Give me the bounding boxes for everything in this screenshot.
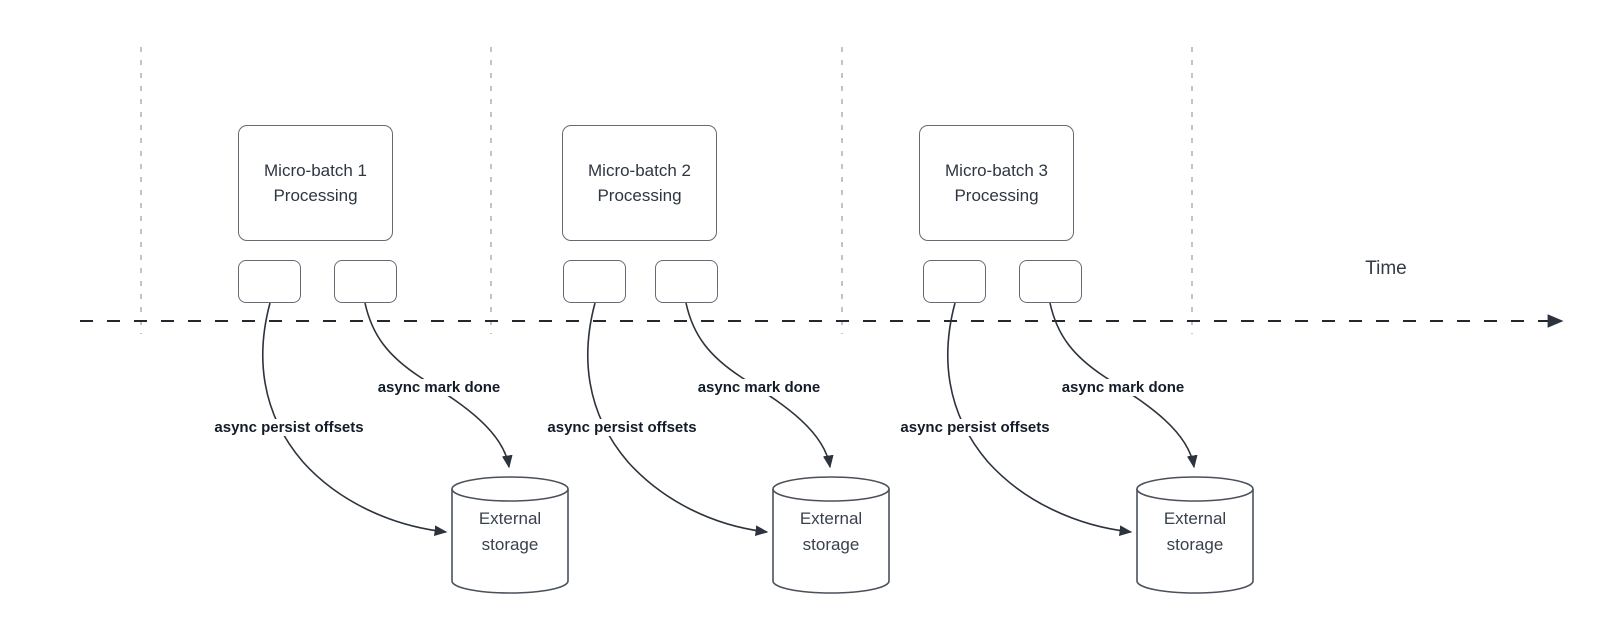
storage-cylinder-1 — [451, 476, 569, 594]
microbatch-box-1: Micro-batch 1 Processing — [238, 125, 393, 241]
microbatch-box-1-label: Micro-batch 1 Processing — [264, 161, 367, 205]
async-task-box-1-right — [334, 260, 397, 303]
storage-cylinder-2 — [772, 476, 890, 594]
async-task-box-1-left — [238, 260, 301, 303]
async-task-box-3-right — [1019, 260, 1082, 303]
storage-cylinder-3 — [1136, 476, 1254, 594]
external-storage-label-3: External storage — [1163, 509, 1227, 554]
async-task-box-2-left — [563, 260, 626, 303]
persist-offsets-label-2: async persist offsets — [544, 419, 700, 436]
mark-done-label-3: async mark done — [1058, 379, 1188, 396]
mark-done-label-2: async mark done — [694, 379, 824, 396]
persist-offsets-arrow-3 — [947, 302, 1133, 537]
mark-done-label-1: async mark done — [374, 379, 504, 396]
microbatch-box-2-label: Micro-batch 2 Processing — [588, 161, 691, 205]
async-task-box-3-left — [923, 260, 986, 303]
persist-offsets-arrow-2 — [587, 302, 769, 537]
persist-offsets-arrow-1 — [262, 302, 448, 537]
mark-done-arrow-2 — [685, 302, 834, 469]
mark-done-arrow-3 — [1049, 302, 1198, 469]
persist-offsets-label-3: async persist offsets — [897, 419, 1053, 436]
microbatch-box-3-label: Micro-batch 3 Processing — [945, 161, 1048, 205]
external-storage-label-1: External storage — [478, 509, 542, 554]
mark-done-arrow-1 — [364, 302, 513, 469]
async-task-box-2-right — [655, 260, 718, 303]
time-axis-label: Time — [1365, 258, 1407, 279]
microbatch-box-3: Micro-batch 3 Processing — [919, 125, 1074, 241]
microbatch-box-2: Micro-batch 2 Processing — [562, 125, 717, 241]
external-storage-label-2: External storage — [799, 509, 863, 554]
persist-offsets-label-1: async persist offsets — [211, 419, 367, 436]
